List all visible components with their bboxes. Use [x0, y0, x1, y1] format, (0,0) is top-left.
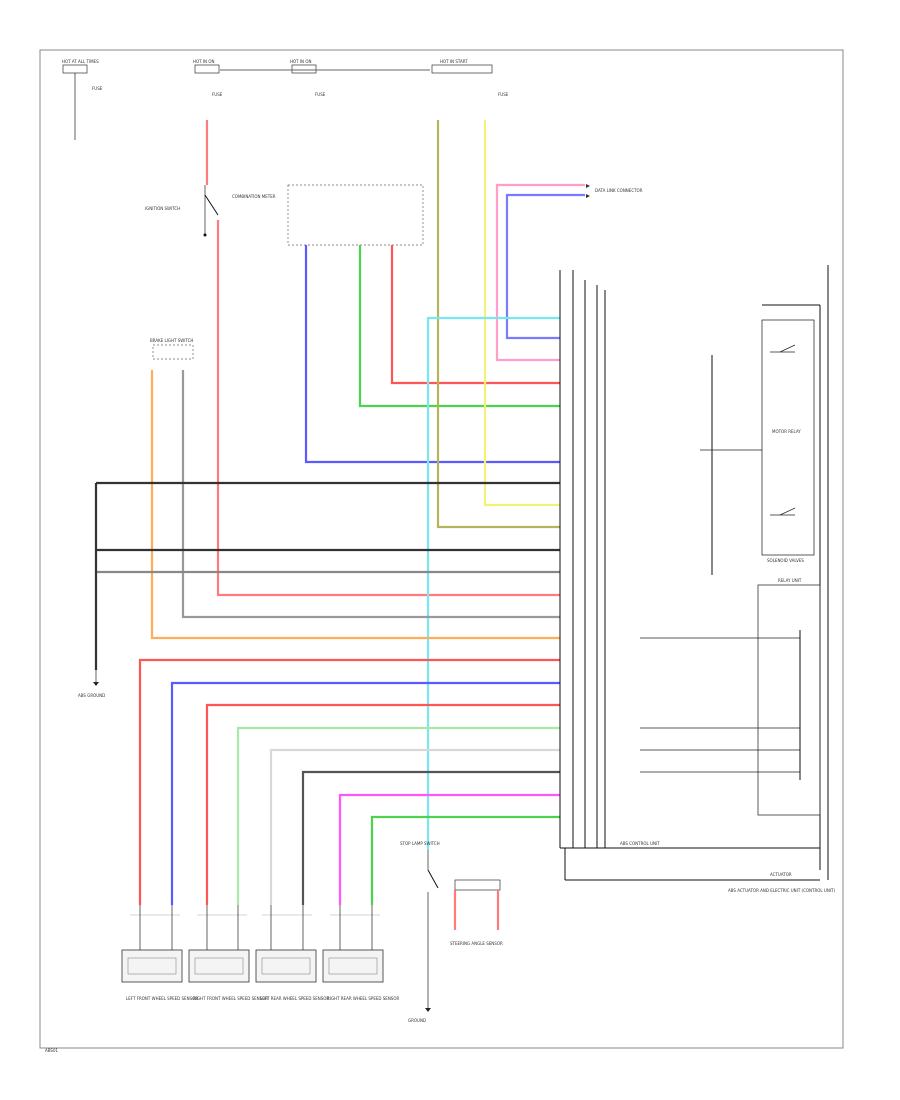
actuator-label: ACTUATOR	[770, 872, 792, 877]
fuse-box-3: HOT IN ON FUSE	[290, 59, 326, 97]
ground-bottom-label: GROUND	[408, 1018, 426, 1023]
brake-light-switch-label: BRAKE LIGHT SWITCH	[150, 338, 193, 343]
stop-lamp-switch-label: STOP LAMP SWITCH	[400, 841, 440, 846]
wire-orange	[150, 370, 560, 640]
wire-sensor-lr-2	[301, 770, 560, 905]
footnote: ABS01	[45, 1048, 58, 1053]
relay-unit-label: RELAY UNIT	[778, 578, 802, 583]
control-unit-label: ABS CONTROL UNIT	[620, 841, 660, 846]
stop-lamp-switch: STOP LAMP SWITCH GROUND	[400, 841, 440, 1023]
fuse-label-3: HOT IN ON	[290, 59, 311, 64]
sensor-lf-label: LEFT FRONT WHEEL SPEED SENSOR	[126, 996, 198, 1001]
combination-meter: COMBINATION METER	[232, 184, 424, 246]
fuse-box-1: HOT AT ALL TIMES FUSE	[62, 59, 103, 140]
sensor-left-rear: LEFT REAR WHEEL SPEED SENSOR	[255, 949, 329, 1001]
wire-sensor-rf-2	[236, 726, 560, 905]
wire-blue-1	[304, 245, 560, 464]
wire-pink-ign-2	[216, 220, 560, 597]
diagram-border	[39, 49, 844, 1049]
sensor-connectors	[130, 905, 380, 950]
ground-left: ABS GROUND	[78, 670, 105, 698]
wire-gray-brake	[181, 370, 560, 619]
sensor-right-front: RIGHT FRONT WHEEL SPEED SENSOR	[188, 949, 268, 1001]
wire-sensor-rr-1	[338, 793, 560, 905]
abs-control-unit: ABS CONTROL UNIT	[559, 270, 820, 849]
fuse-no-3: FUSE	[315, 92, 326, 97]
wire-sensor-lf-1	[138, 658, 560, 905]
fuse-no-1: FUSE	[92, 86, 103, 91]
sensor-rr-label: RIGHT REAR WHEEL SPEED SENSOR	[327, 996, 399, 1001]
fuse-no-4: FUSE	[498, 92, 509, 97]
fuse-label-2: HOT IN ON	[193, 59, 214, 64]
relay-unit: RELAY UNIT	[640, 578, 821, 816]
wire-sensor-lr-1	[269, 748, 560, 905]
wire-red-1	[390, 245, 560, 385]
wire-sensor-rr-2	[370, 815, 560, 905]
sensor-right-rear: RIGHT REAR WHEEL SPEED SENSOR	[322, 949, 399, 1001]
solenoid-valve-label: SOLENOID VALVES	[767, 558, 804, 563]
steering-sensor-label: STEERING ANGLE SENSOR	[450, 941, 503, 946]
wire-cyan	[426, 316, 560, 850]
fuse-no-2: FUSE	[212, 92, 223, 97]
sensor-rf-label: RIGHT FRONT WHEEL SPEED SENSOR	[193, 996, 268, 1001]
actuator-caption: ABS ACTUATOR AND ELECTRIC UNIT (CONTROL …	[728, 888, 835, 893]
wire-sensor-rf-1	[205, 703, 560, 905]
ignition-switch-label: IGNITION SWITCH	[145, 206, 180, 211]
wire-blue-dlc	[505, 193, 585, 340]
fuse-box-2: HOT IN ON FUSE	[193, 59, 223, 97]
wire-yellow	[483, 120, 560, 507]
ground-left-label: ABS GROUND	[78, 693, 105, 698]
wire-pink-dlc	[495, 183, 585, 362]
brake-light-switch: BRAKE LIGHT SWITCH	[150, 338, 193, 360]
motor-relay: MOTOR RELAY SOLENOID VALVES	[700, 304, 820, 575]
sensor-lr-label: LEFT REAR WHEEL SPEED SENSOR	[260, 996, 329, 1001]
data-link-label: DATA LINK CONNECTOR	[595, 188, 643, 193]
motor-relay-label: MOTOR RELAY	[772, 429, 801, 434]
wire-sensor-lf-2	[170, 681, 560, 905]
combination-meter-label: COMBINATION METER	[232, 194, 276, 199]
steering-angle-sensor: STEERING ANGLE SENSOR	[450, 879, 503, 946]
wires	[94, 120, 585, 905]
fuse-label-4: HOT IN START	[440, 59, 468, 64]
fuse-box-4: HOT IN START FUSE	[431, 59, 509, 97]
wire-green-1	[358, 245, 560, 408]
wire-olive	[436, 120, 560, 529]
fuse-label-1: HOT AT ALL TIMES	[62, 59, 99, 64]
ignition-switch: IGNITION SWITCH	[145, 185, 219, 237]
sensor-left-front: LEFT FRONT WHEEL SPEED SENSOR	[121, 949, 198, 1001]
